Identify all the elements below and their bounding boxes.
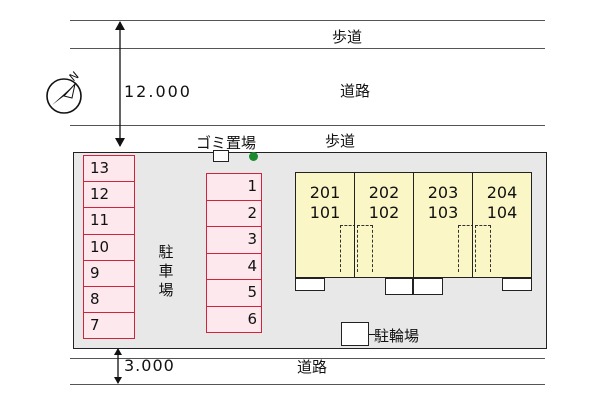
compass-icon <box>46 78 82 114</box>
unit-lower-number: 103 <box>427 203 459 222</box>
parking-stall: 8 <box>83 286 135 314</box>
unit-upper-number: 204 <box>486 183 518 202</box>
road-line <box>70 358 545 359</box>
entrance-step <box>502 278 532 291</box>
parking-stall: 1 <box>206 173 262 201</box>
inner-sidewalk-label: 歩道 <box>325 132 356 150</box>
parking-stall: 3 <box>206 226 262 254</box>
dimension-arrow-bottom <box>114 348 122 384</box>
bicycle-parking-box <box>341 322 369 346</box>
parking-stall: 2 <box>206 199 262 227</box>
bicycle-parking-leader <box>369 334 375 335</box>
unit-upper-number: 203 <box>427 183 459 202</box>
parking-label-text: 駐車場 <box>158 243 174 299</box>
entrance-step <box>295 278 325 291</box>
garbage-area-label: ゴミ置場 <box>196 134 257 152</box>
parking-stall: 9 <box>83 259 135 287</box>
unit-upper-number: 201 <box>309 183 341 202</box>
dimension-bottom-value: 3.000 <box>124 356 175 375</box>
parking-stall: 10 <box>83 233 135 261</box>
dimension-top-value: 12.000 <box>124 82 192 101</box>
unit-upper-number: 202 <box>368 183 400 202</box>
entrance-step <box>385 278 413 295</box>
dimension-arrow-top <box>115 21 125 147</box>
parking-stall: 11 <box>83 207 135 235</box>
entrance-step <box>413 278 443 295</box>
road-line <box>70 20 545 21</box>
road-line <box>70 384 545 385</box>
parking-stall: 6 <box>206 305 262 333</box>
parking-stall: 5 <box>206 279 262 307</box>
parking-label: 駐車場 <box>157 243 175 300</box>
top-road-label: 道路 <box>340 82 371 100</box>
road-line <box>70 48 545 49</box>
parking-stall: 4 <box>206 252 262 280</box>
stair-outline <box>357 225 373 272</box>
unit-lower-number: 104 <box>486 203 518 222</box>
stair-outline <box>475 225 491 272</box>
unit-lower-number: 102 <box>368 203 400 222</box>
bicycle-parking-label: 駐輪場 <box>374 327 420 345</box>
parking-stall: 12 <box>83 181 135 209</box>
parking-stall: 13 <box>83 155 135 183</box>
parking-stall: 7 <box>83 312 135 340</box>
bottom-road-label: 道路 <box>297 358 328 376</box>
top-sidewalk-label: 歩道 <box>332 28 363 46</box>
garbage-area-box <box>213 150 229 162</box>
road-line <box>70 125 545 126</box>
marker-dot <box>249 152 258 161</box>
unit-lower-number: 101 <box>309 203 341 222</box>
